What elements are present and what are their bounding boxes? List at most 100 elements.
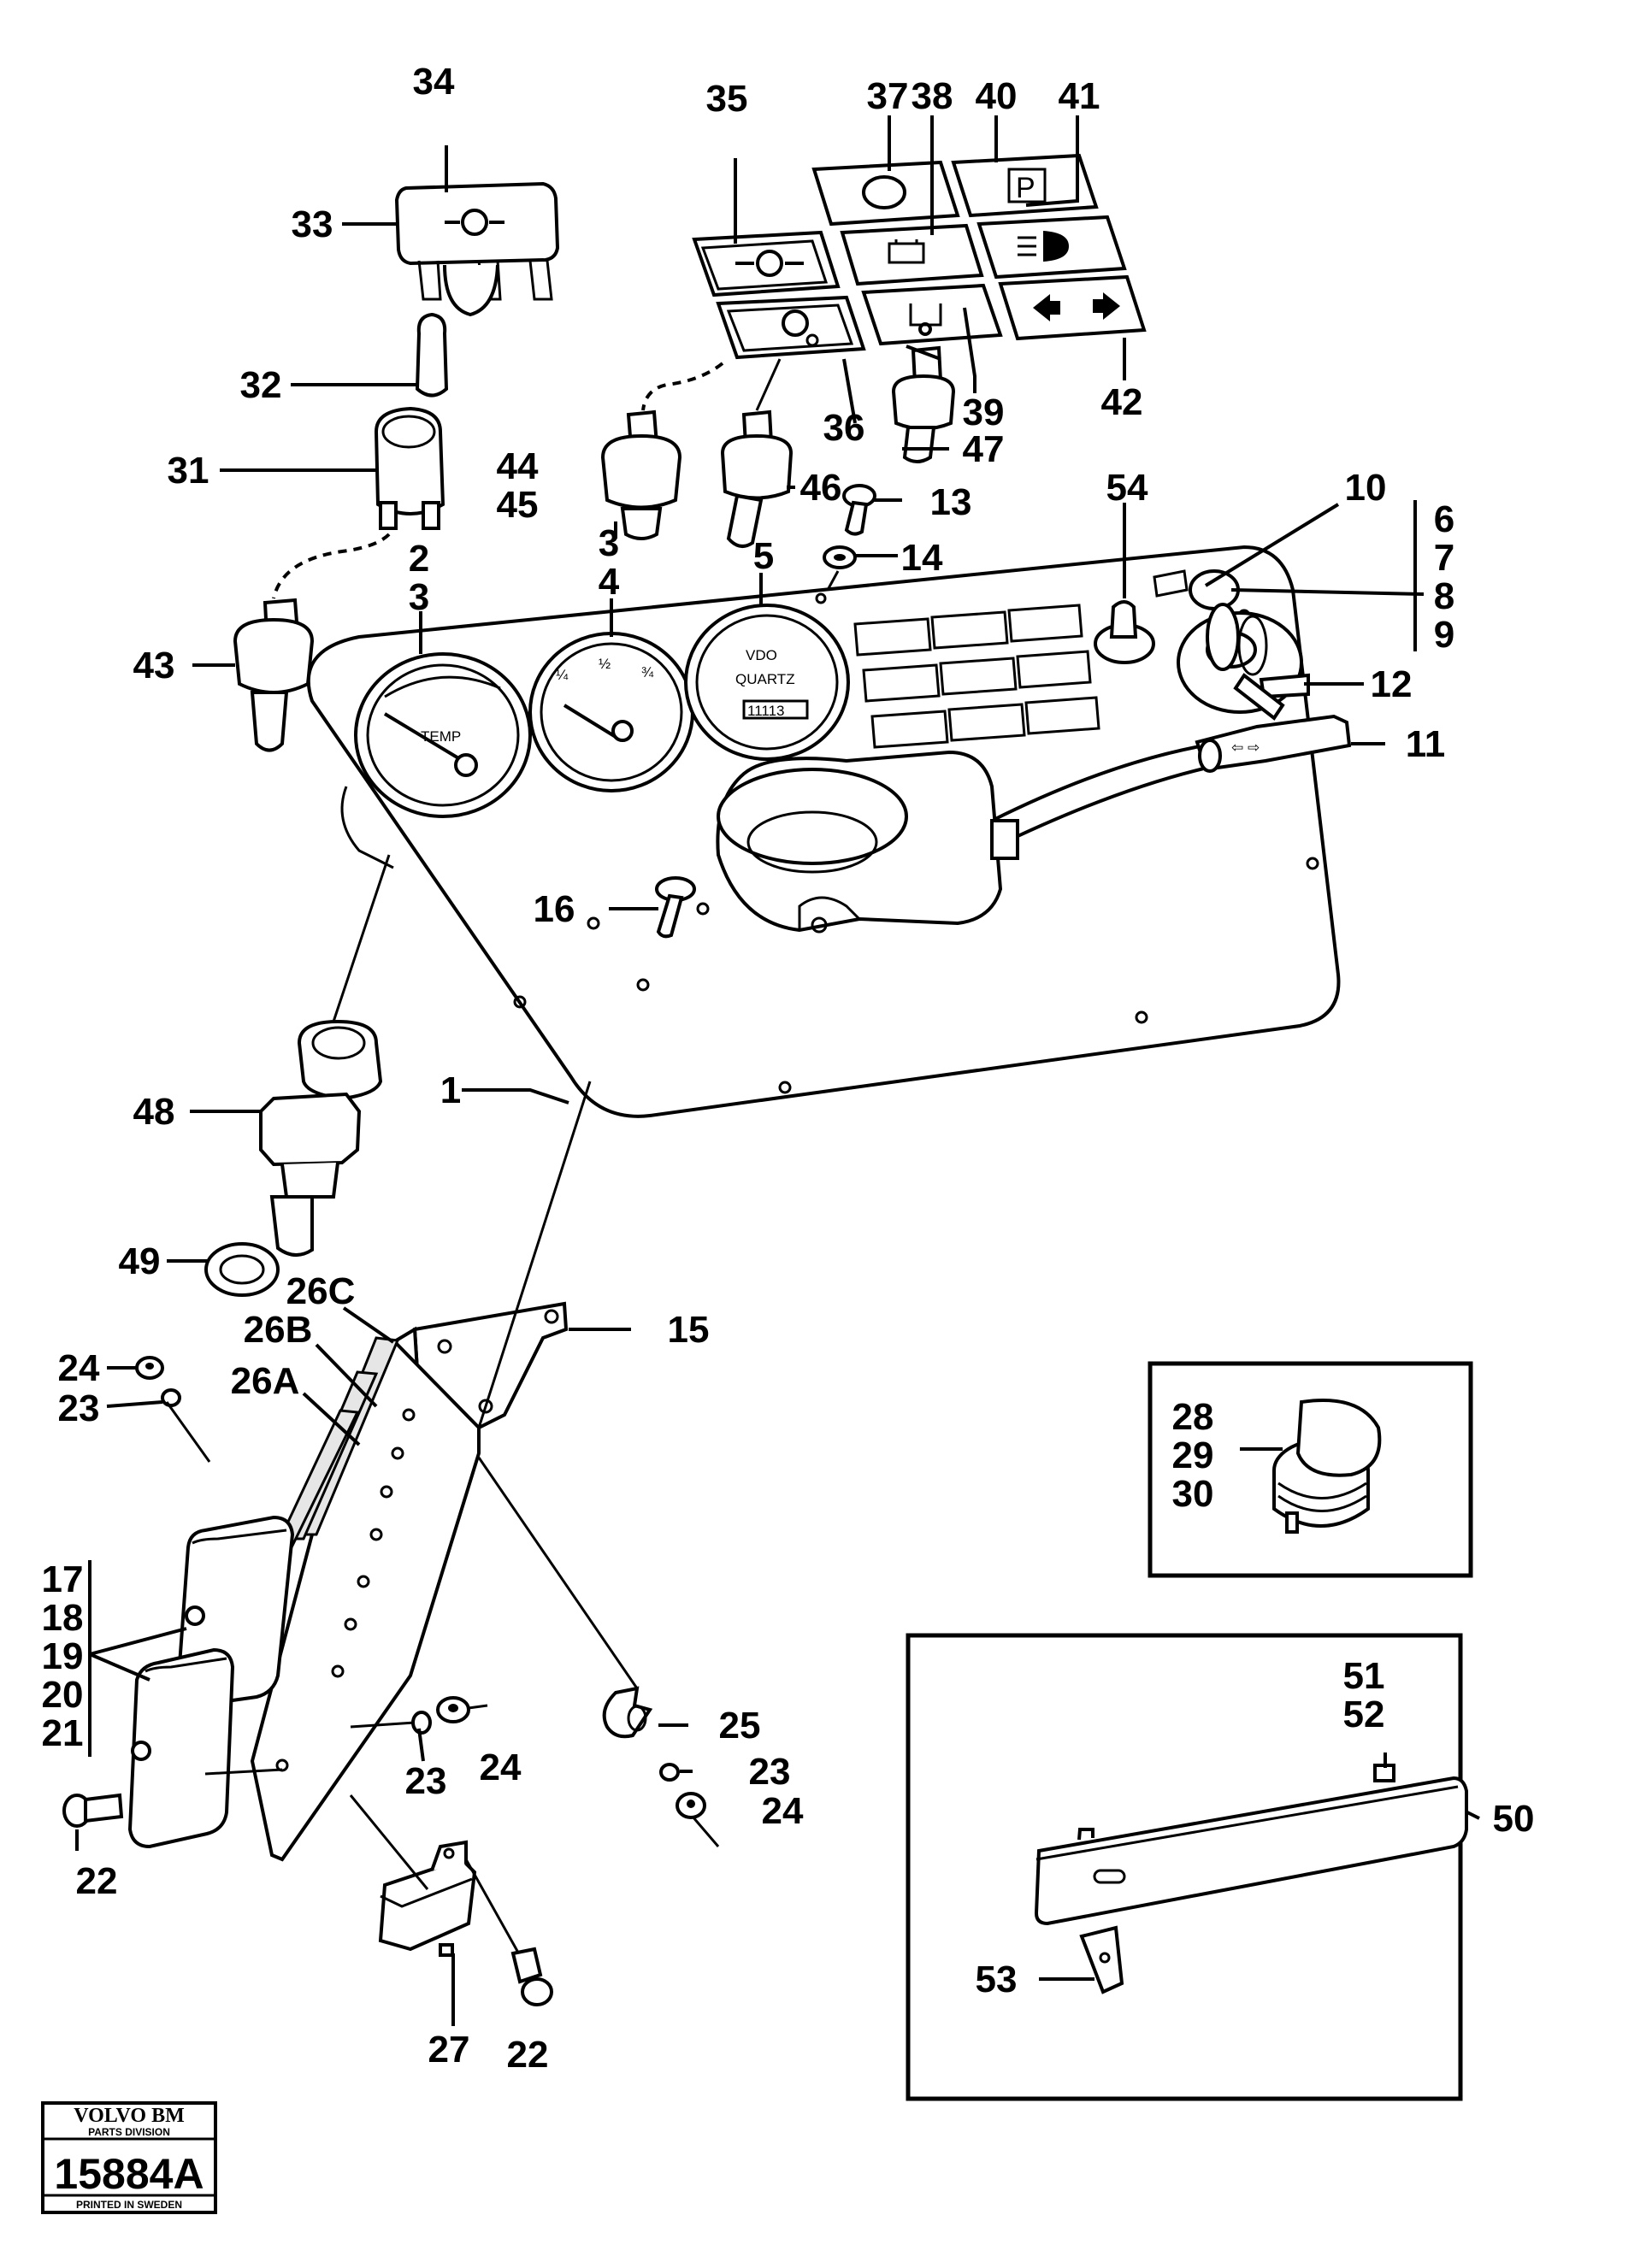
wire-36-44 [641, 362, 724, 411]
label-part-24-mid: 24 [480, 1747, 522, 1788]
temperature-sender-48 [259, 1019, 383, 1257]
indicator-lamp-37 [811, 160, 960, 227]
label-part-25: 25 [719, 1705, 761, 1747]
flasher-unit-27 [378, 1840, 477, 1957]
wire-31-43 [272, 533, 391, 599]
label-part-35: 35 [706, 78, 748, 120]
indicator-lamp-40: P [951, 153, 1099, 218]
label-part-38: 38 [912, 75, 953, 117]
label-part-26b: 26B [244, 1309, 313, 1351]
screw-22-left [62, 1793, 124, 1828]
label-part-33: 33 [292, 203, 333, 245]
label-part-53: 53 [976, 1959, 1018, 2000]
label-part-15: 15 [668, 1309, 710, 1351]
label-part-24-right: 24 [762, 1790, 804, 1832]
clip-25 [602, 1686, 653, 1739]
inset-relay-housing [906, 1633, 1468, 2101]
washer-23-upper [161, 1388, 181, 1407]
indicator-lamp-42 [998, 274, 1147, 341]
indicator-lamp-35 [692, 230, 841, 297]
label-part-48: 48 [133, 1091, 175, 1133]
label-part-49: 49 [119, 1240, 161, 1282]
hour-counter: 11113 [747, 703, 785, 719]
label-part-51: 51 [1343, 1655, 1385, 1697]
fuel-gauge: ¼ ½ ¾ [528, 632, 694, 792]
label-part-17: 17 [42, 1558, 84, 1600]
label-part-23-right: 23 [749, 1751, 791, 1793]
label-part-3-gauge: 3 [409, 576, 429, 618]
part-labels: 34 33 32 31 43 2 3 3 4 5 44 45 35 36 37 … [42, 61, 1535, 2076]
panel-screw-16 [655, 876, 696, 939]
inset-push-button [1148, 1361, 1473, 1578]
screw-13 [842, 484, 876, 536]
label-part-14: 14 [901, 537, 943, 579]
ignition-switch [1153, 569, 1310, 721]
label-part-32: 32 [240, 364, 282, 406]
nut-24-upper [135, 1356, 164, 1380]
temperature-gauge: TEMP [354, 652, 532, 818]
label-part-28: 28 [1172, 1396, 1214, 1438]
label-part-44: 44 [497, 445, 539, 487]
label-part-26c: 26C [286, 1270, 356, 1312]
label-part-30: 30 [1172, 1473, 1214, 1515]
label-part-54: 54 [1106, 467, 1148, 509]
label-part-11: 11 [1406, 723, 1446, 765]
sensor-44-45 [600, 409, 682, 540]
bulb-32 [415, 312, 449, 398]
sensor-46 [720, 409, 794, 548]
label-part-39: 39 [963, 392, 1005, 433]
washer-23-mid [411, 1711, 432, 1735]
label-part-23-mid: 23 [405, 1760, 447, 1802]
label-part-12: 12 [1371, 663, 1413, 705]
logo-division: PARTS DIVISION [88, 2126, 170, 2138]
indicator-lamp-33 [394, 181, 560, 317]
label-part-19: 19 [42, 1635, 84, 1677]
label-part-34: 34 [413, 61, 455, 103]
label-part-40: 40 [976, 75, 1018, 117]
panel-lamp-grid [853, 604, 1100, 749]
label-part-20: 20 [42, 1674, 84, 1716]
indicator-lamp-36 [716, 295, 866, 360]
label-part-7: 7 [1434, 537, 1454, 579]
temp-dial-text: TEMP [421, 728, 461, 745]
label-part-50: 50 [1493, 1798, 1535, 1840]
label-part-1: 1 [440, 1069, 461, 1111]
relay-lower [127, 1647, 235, 1849]
lead-15-panel [477, 1081, 592, 1429]
toggle-switch [1094, 503, 1155, 664]
mounting-plate-26 [250, 1336, 481, 1862]
nut-24-mid [436, 1696, 470, 1723]
fuel-half-mark: ½ [599, 656, 611, 672]
sensor-43 [233, 598, 315, 752]
label-part-21: 21 [42, 1712, 84, 1754]
washer-14 [823, 545, 857, 569]
steering-column-bracket [716, 750, 1019, 934]
label-part-5: 5 [753, 535, 774, 577]
indicator-lamp-38 [840, 223, 984, 286]
direction-indicator-switch: ⇦ ⇨ [991, 714, 1352, 848]
label-part-2: 2 [409, 538, 429, 580]
label-part-22-left: 22 [76, 1860, 118, 1902]
label-part-22-lower: 22 [507, 2034, 549, 2076]
label-part-10: 10 [1345, 467, 1387, 509]
bulb-socket-31 [374, 406, 445, 530]
label-part-9: 9 [1434, 614, 1454, 656]
label-part-6: 6 [1434, 498, 1454, 540]
label-part-41: 41 [1059, 75, 1100, 117]
label-part-23-upper: 23 [58, 1387, 100, 1429]
lead-48 [332, 854, 391, 1022]
label-part-45: 45 [497, 484, 539, 526]
washer-23-right [659, 1763, 680, 1782]
indicator-lamp-39 [861, 283, 1003, 346]
leader-lines [75, 115, 1480, 2026]
label-part-16: 16 [534, 888, 575, 930]
label-part-46: 46 [800, 467, 842, 509]
label-part-36: 36 [823, 407, 865, 449]
logo-printed: PRINTED IN SWEDEN [76, 2199, 182, 2211]
label-part-42: 42 [1101, 381, 1143, 423]
label-part-18: 18 [42, 1597, 84, 1639]
volvo-bm-parts-logo: VOLVO BM PARTS DIVISION 15884A PRINTED I… [41, 2101, 217, 2214]
label-part-37: 37 [867, 75, 909, 117]
nut-24-right [676, 1792, 706, 1819]
